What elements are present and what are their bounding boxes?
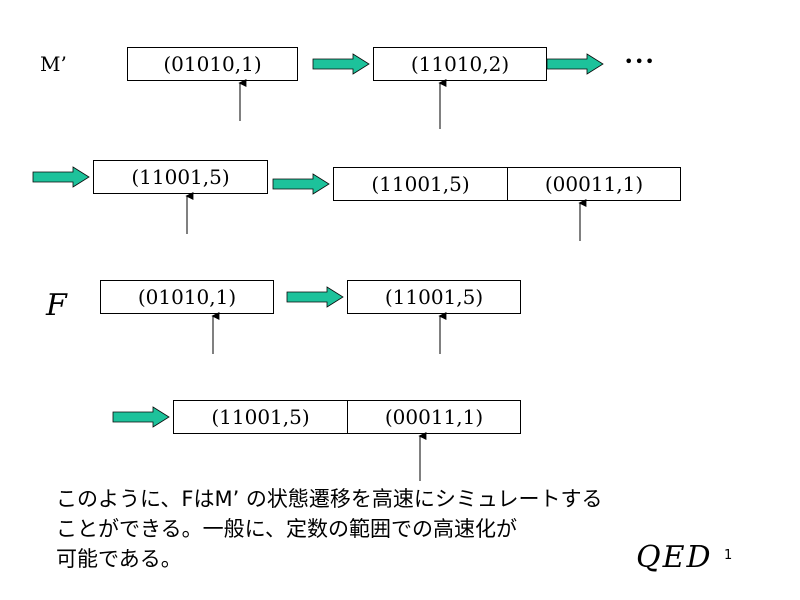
f-state-box-3b: (00011,1) [347, 400, 521, 434]
state-text: (01010,1) [163, 52, 262, 76]
green-arrow-3 [32, 166, 90, 188]
state-text: (11001,5) [131, 165, 230, 189]
caption: このように、FはM’ の状態遷移を高速にシミュレートする ことができる。一般に、… [56, 484, 603, 574]
m-prime-state-box-4a: (11001,5) [333, 167, 508, 201]
green-arrow-5 [286, 286, 344, 308]
green-arrow-4 [272, 173, 330, 195]
green-arrow-6 [112, 406, 170, 428]
state-text: (11001,5) [384, 285, 484, 309]
state-text: (11001,5) [211, 405, 310, 429]
caption-line-1: このように、FはM’ の状態遷移を高速にシミュレートする [56, 487, 603, 511]
f-state-box-2: (11001,5) [347, 280, 521, 314]
state-text: (11010,2) [410, 52, 510, 76]
f-state-box-3a: (11001,5) [173, 400, 348, 434]
state-text: (00011,1) [384, 405, 484, 429]
caption-line-3: 可能である。 [56, 547, 182, 571]
m-prime-state-box-1: (01010,1) [127, 47, 298, 81]
m-prime-label: M’ [40, 52, 67, 76]
state-text: (00011,1) [544, 172, 644, 196]
f-state-box-1: (01010,1) [100, 280, 274, 314]
page-number: 1 [724, 548, 733, 563]
state-text: (11001,5) [371, 172, 470, 196]
f-label: F [46, 288, 67, 323]
caption-line-2: ことができる。一般に、定数の範囲での高速化が [56, 517, 517, 541]
m-prime-state-box-2: (11010,2) [373, 47, 547, 81]
m-prime-state-box-4b: (00011,1) [507, 167, 681, 201]
qed-mark: QED [636, 540, 713, 575]
m-prime-state-box-3: (11001,5) [93, 160, 268, 194]
ellipsis: ••• [624, 52, 656, 71]
state-text: (01010,1) [137, 285, 237, 309]
green-arrow-2 [546, 53, 604, 75]
green-arrow-1 [312, 53, 370, 75]
